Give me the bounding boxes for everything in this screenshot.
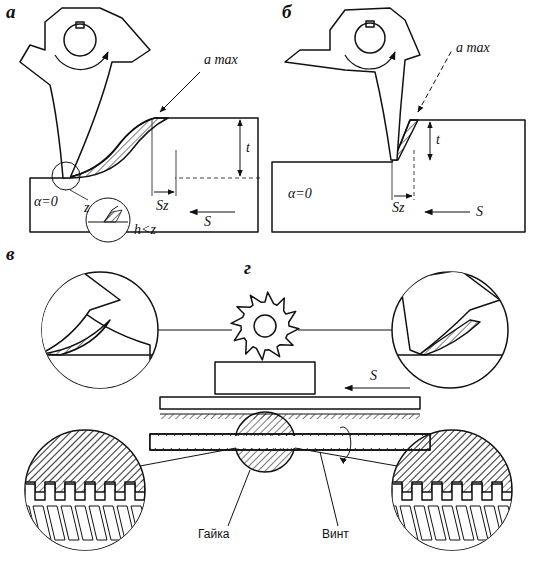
depth-dimension [430,122,431,160]
feed-per-tooth [154,192,174,193]
dimension-label: S [476,204,483,219]
cutter [285,8,420,160]
leader-line [228,470,250,526]
leader-line [320,452,338,526]
rotation-arrow [55,52,108,70]
rotation-arrow [340,427,351,459]
dimension-label: t [246,140,250,155]
dimension-label: Sz [392,200,404,215]
dimension-label: S [204,214,211,229]
workpiece [215,362,315,394]
rotation-arrow [345,52,395,69]
feed-arrow [425,211,470,212]
dimension-label: S [370,368,377,383]
dimension-label: z [84,200,89,215]
dimension-label: t [436,132,440,147]
panel-letter: б [282,2,291,23]
keyway [76,22,84,28]
panel-letter: в [6,244,15,265]
detail-circle [52,162,80,190]
panel-letter: а [6,2,16,23]
feed-arrow [190,211,235,212]
dimension-label: Sz [156,198,168,213]
arbor [64,24,96,56]
cutter [20,8,150,178]
dimension-label: h<z [134,222,156,237]
dimension-label: α=0 [34,194,58,209]
detail-inset [86,198,130,242]
feed-arrow [345,387,410,388]
dimension-label: a max [204,52,238,67]
part-name: Винт [322,528,349,541]
milling-cutter [231,292,299,360]
depth-dimension [240,120,241,176]
panel-letter: г [244,258,251,279]
dimension-label: a max [456,40,490,55]
table [160,397,420,409]
dimension-label: α=0 [288,186,312,201]
screw [150,434,430,450]
dimension-line [160,72,200,112]
part-name: Гайка [198,528,229,541]
